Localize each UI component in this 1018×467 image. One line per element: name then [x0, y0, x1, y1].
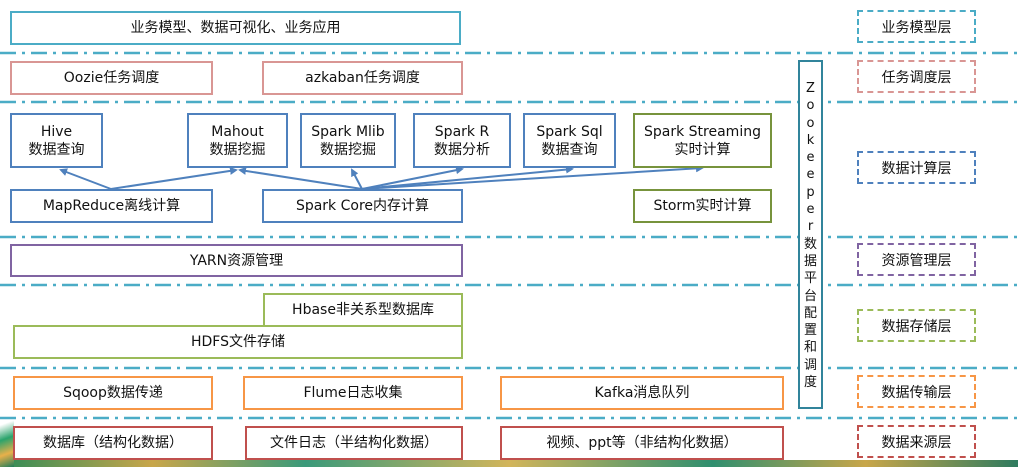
spark-streaming-desc: 实时计算 [674, 141, 731, 158]
log-file-source-box: 文件日志（半结构化数据） [245, 426, 463, 460]
zookeeper-char: 数 [803, 236, 817, 252]
zookeeper-char: 置 [803, 323, 817, 339]
spark-core-label: Spark Core内存计算 [295, 198, 430, 214]
spark-mlib-desc: 数据挖掘 [320, 141, 376, 158]
zookeeper-char: 据 [803, 253, 817, 269]
hive-desc: 数据查询 [28, 141, 85, 158]
zookeeper-char: o [806, 115, 815, 131]
azkaban-box: azkaban任务调度 [262, 61, 463, 95]
layer-separator [0, 51, 1018, 55]
layer-label-transport: 数据传输层 [857, 375, 976, 408]
spark-sql-box: Spark Sql 数据查询 [523, 113, 616, 168]
layer-label-text: 数据存储层 [881, 318, 952, 335]
zookeeper-char: k [806, 132, 815, 148]
hbase-label: Hbase非关系型数据库 [292, 302, 434, 318]
zookeeper-char: e [806, 150, 815, 166]
hdfs-box: HDFS文件存储 [13, 325, 463, 359]
hive-name: Hive [40, 123, 73, 140]
layer-label-storage: 数据存储层 [857, 309, 976, 342]
business-apps-label: 业务模型、数据可视化、业务应用 [130, 20, 341, 36]
zookeeper-char: e [806, 167, 815, 183]
spark-mlib-name: Spark Mlib [311, 123, 385, 140]
oozie-label: Oozie任务调度 [63, 70, 160, 86]
mapreduce-label: MapReduce离线计算 [42, 198, 181, 214]
storm-label: Storm实时计算 [653, 198, 752, 214]
spark-r-box: Spark R 数据分析 [413, 113, 511, 168]
zookeeper-char: 和 [803, 340, 817, 356]
kafka-label: Kafka消息队列 [594, 385, 690, 401]
oozie-box: Oozie任务调度 [10, 61, 213, 95]
layer-label-text: 数据来源层 [881, 434, 952, 451]
spark-core-box: Spark Core内存计算 [262, 189, 463, 223]
arrow-sparkcore-to-sparksql [361, 165, 574, 190]
zookeeper-char: 配 [803, 305, 817, 321]
arrow-sparkcore-to-sparkr [361, 166, 464, 190]
arrow-sparkcore-to-mahout [238, 166, 363, 190]
database-source-label: 数据库（结构化数据） [43, 435, 183, 451]
layer-label-compute: 数据计算层 [857, 151, 976, 184]
unstructured-source-label: 视频、ppt等（非结构化数据） [546, 435, 738, 451]
spark-sql-name: Spark Sql [536, 123, 603, 140]
layer-separator [0, 416, 1018, 420]
layer-separator [0, 283, 1018, 287]
layer-label-text: 数据传输层 [881, 384, 952, 401]
zookeeper-char: o [806, 98, 815, 114]
flume-box: Flume日志收集 [243, 376, 463, 410]
business-apps-box: 业务模型、数据可视化、业务应用 [10, 11, 461, 45]
layer-label-source: 数据来源层 [857, 425, 976, 458]
spark-streaming-name: Spark Streaming [644, 123, 761, 140]
arrow-sparkcore-to-sparkmlib [351, 168, 363, 190]
flume-label: Flume日志收集 [303, 385, 403, 401]
log-file-source-label: 文件日志（半结构化数据） [270, 435, 438, 451]
arrow-mapreduce-to-hive [59, 168, 112, 190]
zookeeper-char: Z [806, 81, 815, 96]
spark-streaming-box: Spark Streaming 实时计算 [633, 113, 772, 168]
spark-r-name: Spark R [434, 123, 490, 140]
hbase-box: Hbase非关系型数据库 [263, 293, 463, 327]
layer-label-text: 资源管理层 [881, 252, 952, 269]
zookeeper-char: 台 [803, 288, 817, 304]
mahout-box: Mahout 数据挖掘 [187, 113, 288, 168]
background-decoration [0, 460, 1018, 467]
hdfs-label: HDFS文件存储 [190, 334, 285, 350]
database-source-box: 数据库（结构化数据） [13, 426, 213, 460]
layer-separator [0, 366, 1018, 370]
sqoop-box: Sqoop数据传递 [13, 376, 213, 410]
layer-label-text: 数据计算层 [881, 160, 952, 177]
arrow-mapreduce-to-mahout [110, 166, 238, 190]
layer-label-resource: 资源管理层 [857, 243, 976, 276]
zookeeper-char: p [806, 184, 815, 200]
background-decoration-corner [0, 420, 14, 467]
hive-box: Hive 数据查询 [10, 113, 103, 168]
sqoop-label: Sqoop数据传递 [63, 385, 163, 401]
kafka-box: Kafka消息队列 [500, 376, 784, 410]
mahout-name: Mahout [211, 123, 264, 140]
mahout-desc: 数据挖掘 [209, 141, 266, 158]
layer-label-scheduling: 任务调度层 [857, 60, 976, 93]
zookeeper-char: 度 [803, 375, 817, 391]
zookeeper-char: 调 [803, 357, 817, 373]
yarn-label: YARN资源管理 [189, 252, 284, 269]
yarn-box: YARN资源管理 [10, 244, 463, 277]
layer-label-text: 任务调度层 [881, 69, 952, 86]
spark-r-desc: 数据分析 [434, 141, 490, 158]
spark-sql-desc: 数据查询 [541, 141, 598, 158]
layer-separator [0, 235, 1018, 239]
unstructured-source-box: 视频、ppt等（非结构化数据） [500, 426, 784, 460]
spark-mlib-box: Spark Mlib 数据挖掘 [300, 113, 396, 168]
layer-label-business: 业务模型层 [857, 10, 976, 43]
azkaban-label: azkaban任务调度 [305, 70, 420, 86]
zookeeper-char: 平 [803, 271, 817, 287]
zookeeper-char: e [806, 202, 815, 218]
zookeeper-char: r [807, 219, 814, 235]
layer-separator [0, 100, 1018, 104]
arrow-sparkcore-to-sparkstreaming [361, 164, 704, 190]
layer-label-text: 业务模型层 [881, 19, 952, 36]
mapreduce-box: MapReduce离线计算 [10, 189, 213, 223]
storm-box: Storm实时计算 [633, 189, 772, 223]
